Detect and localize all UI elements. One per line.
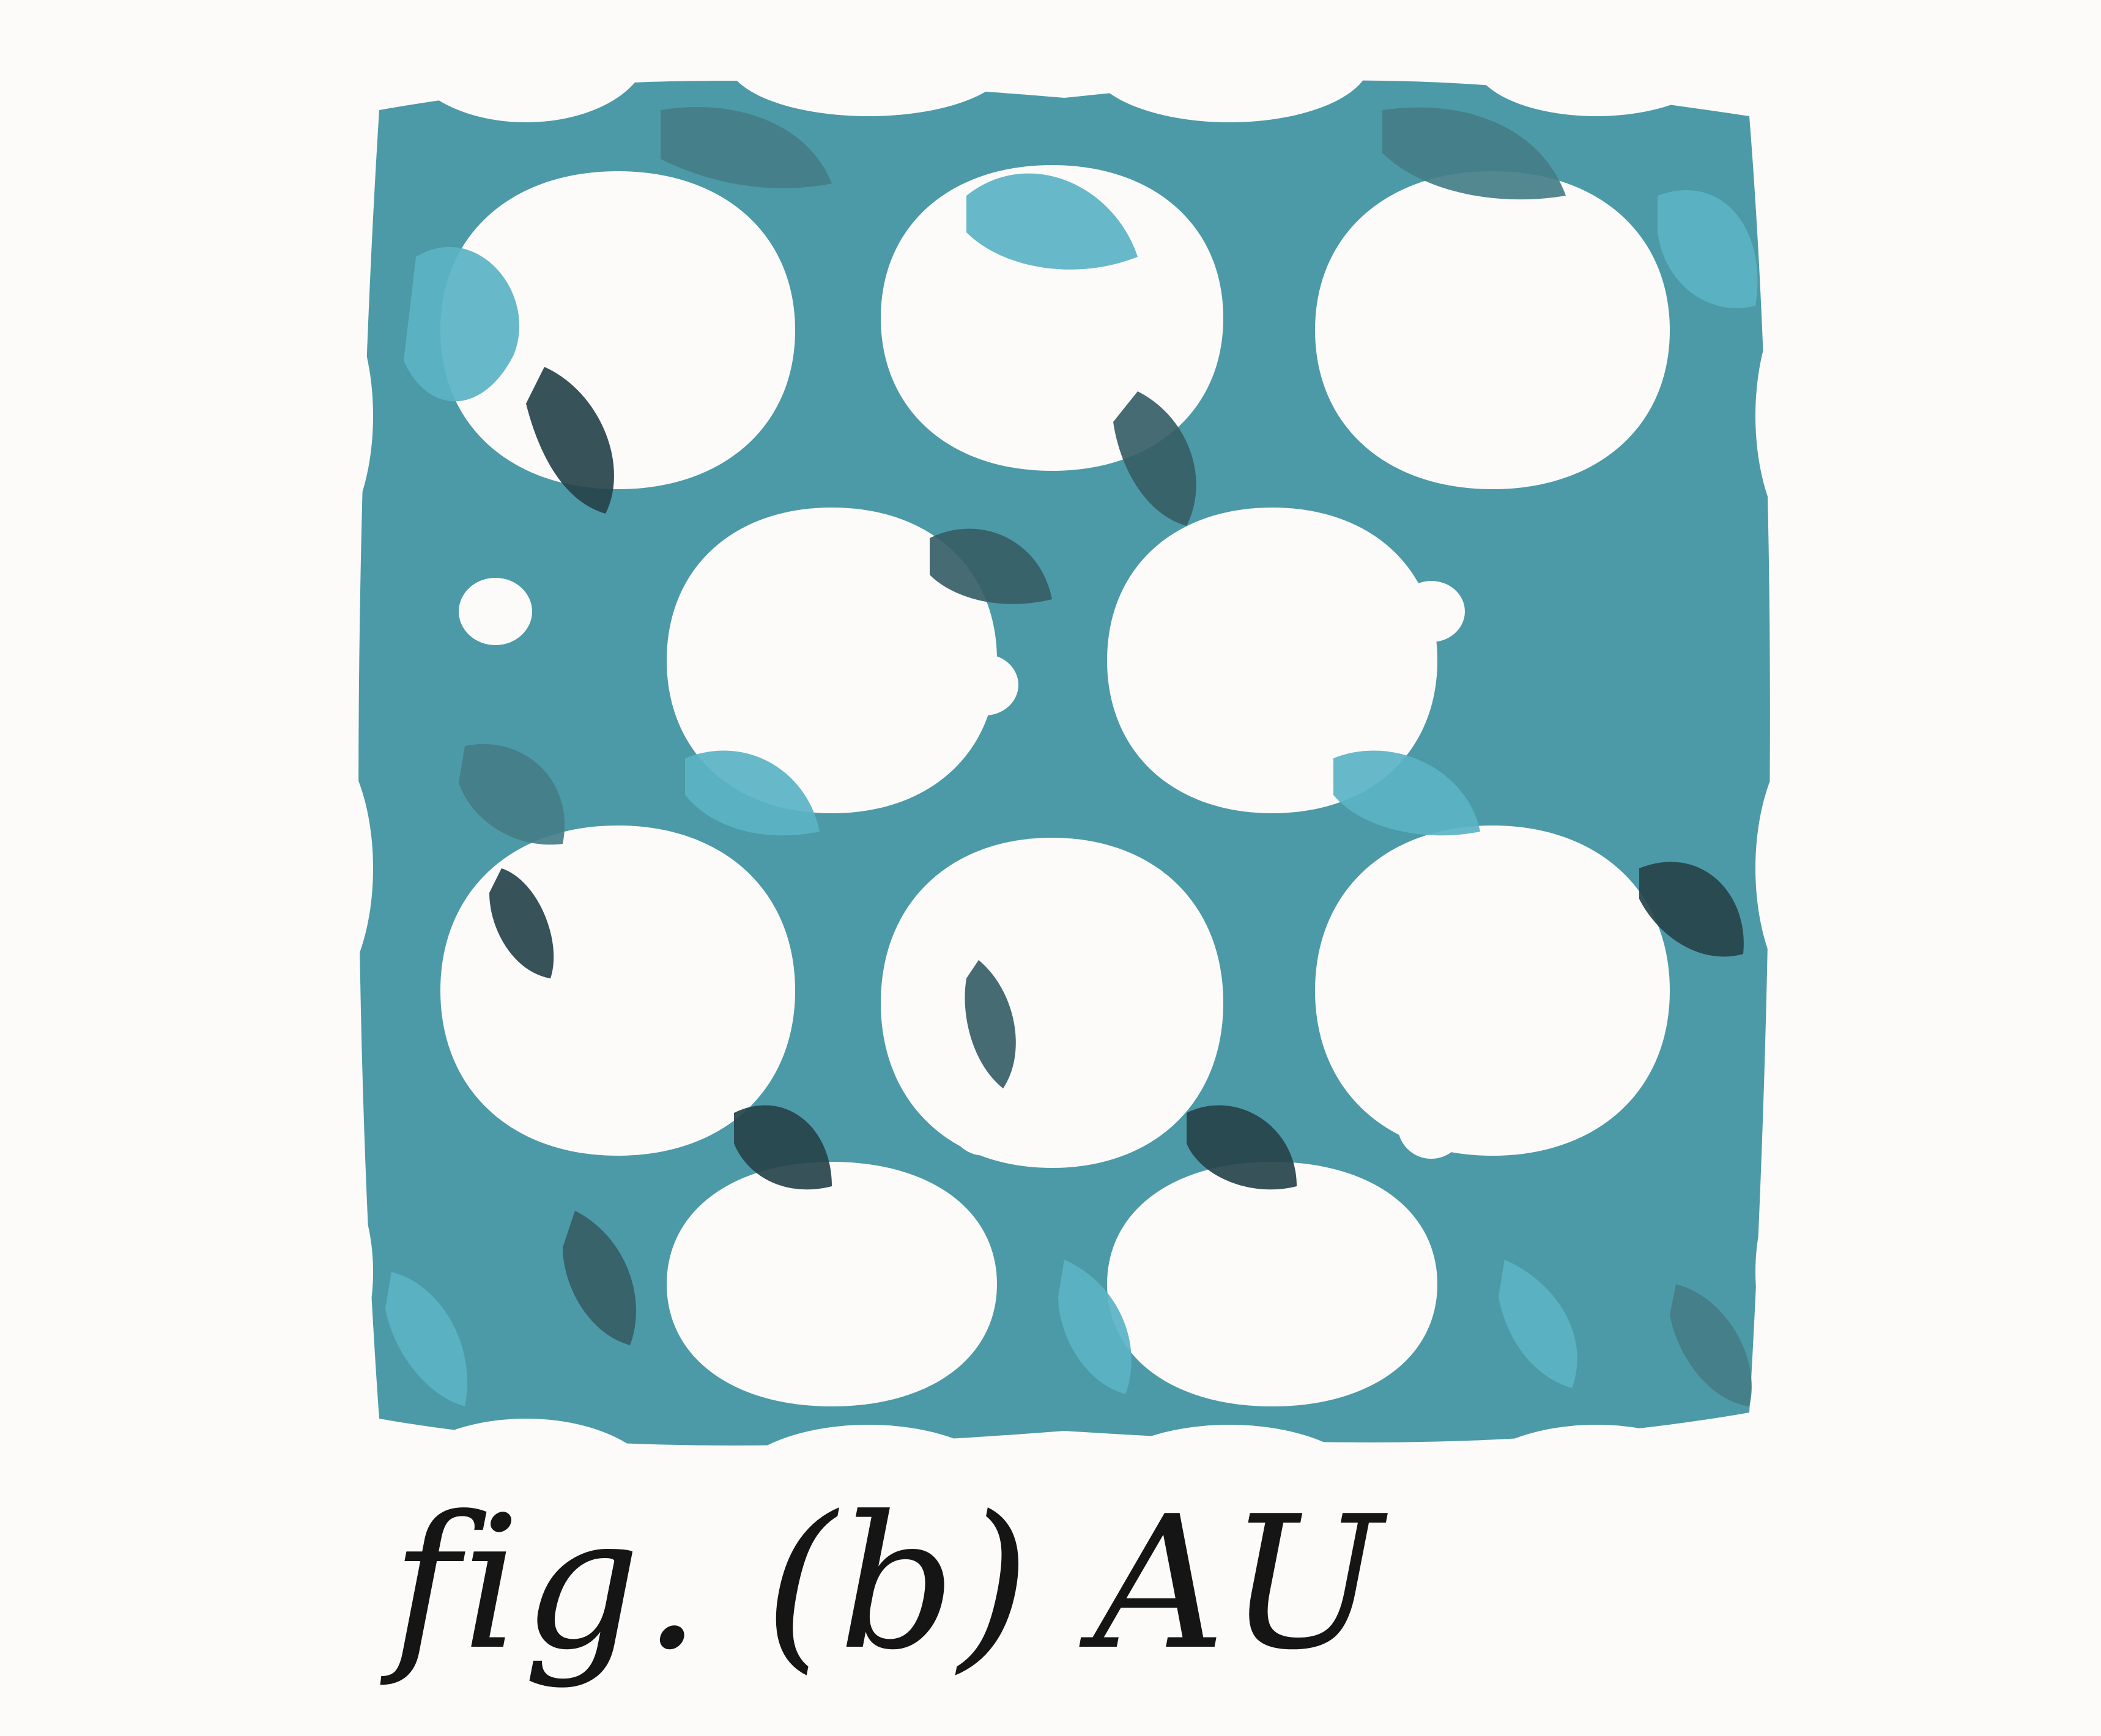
shade-patch-4 [1658,190,1758,308]
shade-patch-6 [1113,391,1196,526]
shade-patch-7 [930,528,1052,604]
shade-patch-5 [526,367,614,514]
edge-notch-right-1 [1755,750,1786,986]
shade-patch-13 [965,960,1016,1088]
edge-notch-bottom-0 [393,1419,659,1480]
edge-notch-right-0 [1755,298,1786,534]
pore-3 [667,508,997,813]
shade-patch-19 [385,1272,467,1406]
shade-patch-15 [1187,1105,1297,1190]
edge-notch-left-2 [343,1169,373,1375]
pore-2 [1315,171,1670,489]
pore-9 [1107,1162,1437,1406]
edge-notch-top-0 [410,73,642,122]
edge-notch-left-0 [343,298,373,534]
small-pore-0 [459,578,532,645]
small-pore-2 [1398,581,1465,642]
small-pore-5 [1398,1091,1465,1159]
shade-patch-9 [1333,750,1480,836]
gyroid-lattice-illustration [343,73,1786,1480]
shade-patch-2 [966,173,1138,270]
shade-patch-3 [1382,107,1566,200]
pore-4 [1107,508,1437,813]
figure-caption: fig. (b) AU [391,1477,1385,1690]
shade-patch-10 [459,744,565,845]
small-pore-3 [462,1021,529,1082]
shade-patch-12 [1639,862,1744,957]
edge-notch-right-2 [1755,1169,1786,1375]
edge-notch-top-1 [731,73,1006,116]
shade-patch-20 [1670,1284,1752,1406]
edge-notch-left-1 [343,750,373,986]
shade-patch-17 [1058,1260,1132,1394]
pore-8 [667,1162,997,1406]
edge-notch-top-3 [1477,73,1716,116]
pore-5 [440,826,795,1156]
edge-notch-bottom-1 [730,1425,1007,1480]
small-pore-1 [951,654,1018,715]
pore-6 [881,838,1223,1168]
small-pore-4 [951,1095,1018,1156]
shade-patch-16 [563,1211,636,1345]
shade-patch-11 [489,868,554,978]
pore-7 [1315,826,1670,1156]
edge-notch-bottom-2 [1091,1425,1368,1480]
edge-notch-bottom-3 [1464,1425,1729,1480]
shade-patch-14 [734,1105,832,1190]
edge-notch-top-2 [1091,73,1368,122]
shade-patch-1 [661,107,832,188]
lattice-shading-patches [385,107,1758,1406]
shade-patch-0 [404,246,520,402]
shade-patch-8 [685,750,820,836]
shade-patch-18 [1499,1260,1577,1388]
